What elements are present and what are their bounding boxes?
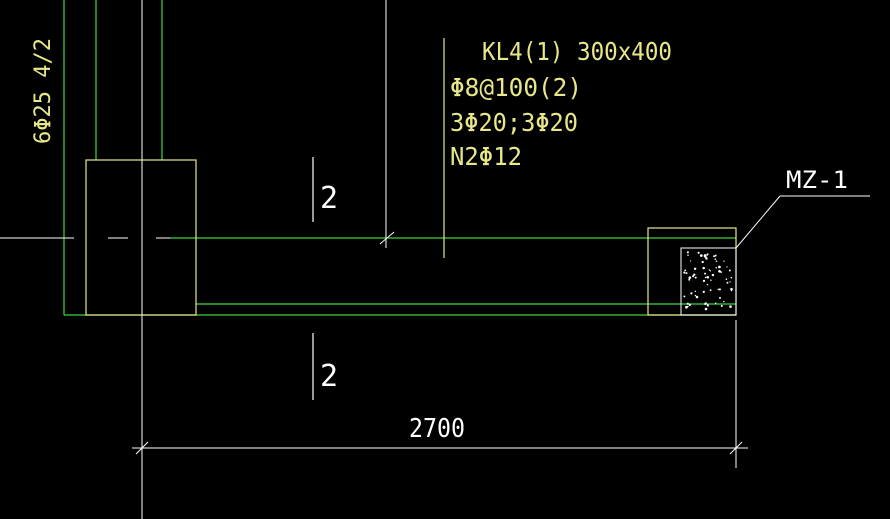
hatch-dot — [728, 269, 731, 272]
hatch-dot — [695, 295, 699, 299]
hatch-dot — [718, 288, 721, 291]
hatch-dot — [683, 271, 686, 274]
hatch-dot — [714, 254, 717, 257]
column-hatch — [683, 251, 733, 311]
hatch-dot — [704, 302, 707, 306]
callout-mz-1-label: MZ-1 — [786, 166, 848, 194]
section-mark-bottom-label: 2 — [320, 359, 338, 394]
hatch-dot — [690, 292, 693, 295]
hatch-dot — [688, 278, 691, 281]
hatch-dot — [702, 266, 705, 270]
hatch-dot — [686, 251, 689, 254]
hatch-dot — [700, 254, 703, 257]
hatch-dot — [684, 269, 687, 272]
hatch-dot — [719, 296, 721, 299]
hatch-dot — [702, 290, 705, 294]
hatch-dot — [730, 289, 733, 292]
hatch-dot — [705, 257, 708, 260]
column-outline[interactable] — [85, 159, 197, 316]
hatch-dot — [726, 281, 729, 284]
hatch-dot — [718, 265, 721, 269]
hatch-dot — [713, 255, 715, 258]
hatch-dot — [714, 258, 717, 260]
beam-label-line3: 3Φ20;3Φ20 — [450, 108, 578, 137]
hatch-dot — [688, 276, 692, 280]
beam-label-line1: KL4(1) 300x400 — [482, 37, 672, 66]
hatch-dot — [694, 290, 697, 293]
hatch-dot — [706, 276, 710, 279]
dimension-line — [132, 320, 748, 468]
hatch-dot — [703, 254, 707, 257]
hatch-dot — [709, 270, 712, 272]
hatch-dot — [708, 269, 710, 271]
hatch-dot — [717, 288, 720, 291]
hatch-dot — [711, 273, 715, 277]
beam-label-line4: N2Φ12 — [450, 142, 522, 171]
hatch-dot — [702, 279, 706, 283]
hatch-dot — [723, 300, 725, 303]
hatch-dot — [692, 275, 695, 278]
hatch-dot — [729, 305, 732, 308]
hatch-dot — [704, 272, 707, 275]
hatch-dot — [688, 303, 691, 307]
hatch-dot — [694, 294, 697, 297]
hatch-dot — [715, 260, 718, 262]
hatch-dot — [706, 304, 710, 307]
hatch-dot — [694, 276, 697, 279]
hatch-dot — [725, 278, 728, 280]
column-green-lines — [63, 0, 163, 315]
column-rebar-label: 6Φ25 4/2 — [31, 38, 56, 144]
hatch-dot — [704, 307, 708, 311]
beam-label-line2: Φ8@100(2) — [450, 73, 582, 102]
hatch-dot — [687, 254, 689, 256]
hatch-dot — [685, 272, 688, 275]
axis-lines — [0, 0, 395, 519]
hatch-dot — [726, 266, 728, 268]
hatch-dot — [687, 305, 689, 308]
hatch-dot — [709, 289, 712, 292]
hatch-dot — [693, 273, 696, 276]
hatch-dot — [706, 253, 709, 256]
hatch-dot — [715, 267, 717, 269]
mz-1-column[interactable] — [680, 247, 737, 316]
hatch-dot — [723, 260, 725, 262]
hatch-dot — [706, 283, 709, 286]
hatch-dot — [686, 302, 689, 305]
hatch-dot — [693, 267, 697, 271]
hatch-dot — [697, 251, 700, 254]
hatch-dot — [714, 302, 717, 304]
hatch-dot — [730, 276, 733, 279]
callout-leader — [735, 195, 870, 249]
hatch-dot — [729, 281, 731, 283]
hatch-dot — [704, 276, 707, 279]
hatch-dot — [690, 260, 692, 262]
hatch-dot — [730, 287, 733, 291]
hatch-dot — [720, 304, 723, 307]
hatch-dot — [710, 279, 712, 281]
section-mark-top-label: 2 — [320, 181, 338, 216]
hatch-dot — [683, 295, 686, 298]
hatch-dot — [718, 269, 721, 273]
hatch-dot — [701, 260, 704, 264]
dimension-value: 2700 — [409, 414, 465, 444]
